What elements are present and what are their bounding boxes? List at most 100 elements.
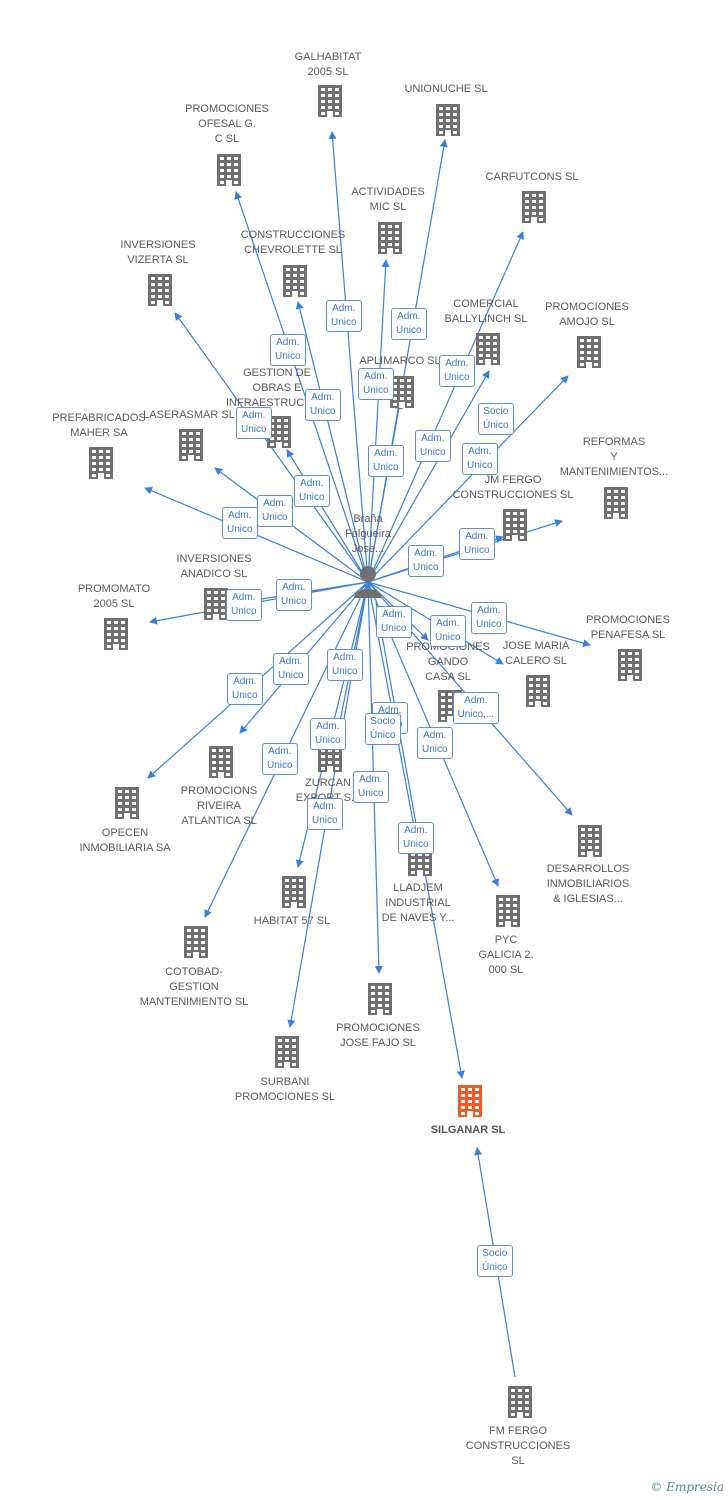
role-badge[interactable]: Adm.Unico <box>408 545 444 577</box>
building-icon <box>178 924 214 960</box>
role-badge[interactable]: Adm.Unico <box>430 615 466 647</box>
building-icon <box>109 785 145 821</box>
role-badge[interactable]: Adm.Unico <box>222 507 258 539</box>
edge-ofesal <box>234 191 369 583</box>
role-badge[interactable]: Adm.Unico <box>305 389 341 421</box>
role-badge[interactable]: Adm.Unico <box>358 368 394 400</box>
edge-galhabitat <box>328 131 369 583</box>
person-icon[interactable] <box>348 562 388 602</box>
role-badge[interactable]: Adm.Unico <box>307 798 343 830</box>
role-badge[interactable]: Adm.Unico <box>236 407 272 439</box>
role-badge[interactable]: Adm.Unico <box>276 579 312 611</box>
edge-ballylinch <box>367 370 490 583</box>
role-badge[interactable]: Adm.Unico <box>462 443 498 475</box>
role-badge[interactable]: Adm.Unico <box>459 528 495 560</box>
building-icon <box>497 507 533 543</box>
role-badge[interactable]: Adm.Unico,... <box>452 692 500 724</box>
company-label: APLIMARCO SL <box>359 355 441 367</box>
copyright-icon: © <box>650 1480 663 1494</box>
watermark-text: Empresia <box>666 1480 724 1494</box>
role-badge[interactable]: Adm.Unico <box>327 649 363 681</box>
building-icon <box>198 586 234 622</box>
company-label: UNIONUCHE SL <box>404 83 488 95</box>
company-node-habitat57[interactable]: HABITAT 57 SL <box>227 914 357 929</box>
role-badge[interactable]: Adm.Unico <box>417 727 453 759</box>
building-icon <box>598 485 634 521</box>
role-badge[interactable]: Adm.Unico <box>391 308 427 340</box>
role-badge[interactable]: Adm.Unico <box>226 589 262 621</box>
company-node-unionuche[interactable]: UNIONUCHE SL <box>381 82 511 97</box>
role-badge[interactable]: Adm.Unico <box>368 445 404 477</box>
edge-carfutcons <box>367 231 524 583</box>
role-badge[interactable]: Adm.Unico <box>326 300 362 332</box>
role-badge[interactable]: Adm.Unico <box>415 430 451 462</box>
role-badge[interactable]: Adm.Unico <box>270 334 306 366</box>
building-icon <box>277 263 313 299</box>
edge-gestion <box>286 449 369 583</box>
building-icon <box>362 981 398 1017</box>
role-badge[interactable]: Adm.Unico <box>262 743 298 775</box>
role-badge[interactable]: Adm.Unico <box>471 602 507 634</box>
building-icon <box>211 152 247 188</box>
company-node-silganar[interactable]: SILGANAR SL <box>403 1123 533 1138</box>
company-node-laserasmar[interactable]: LASERASMAR SL <box>124 408 254 423</box>
role-badge[interactable]: Adm.Unico <box>353 771 389 803</box>
role-badge[interactable]: Adm.Unico <box>439 355 475 387</box>
role-badge[interactable]: Adm.Unico <box>294 475 330 507</box>
role-badge[interactable]: Adm.Unico <box>398 822 434 854</box>
building-icon <box>312 83 348 119</box>
role-badge[interactable]: Adm.Unico <box>376 606 412 638</box>
role-badge[interactable]: Adm.Unico <box>227 673 263 705</box>
company-node-carfutcons[interactable]: CARFUTCONS SL <box>467 170 597 185</box>
role-badge[interactable]: Adm.Unico <box>273 653 309 685</box>
role-badge[interactable]: Adm.Unico <box>310 718 346 750</box>
building-icon-target <box>452 1083 488 1119</box>
building-icon <box>276 874 312 910</box>
company-node-aplimarco[interactable]: APLIMARCO SL <box>335 354 465 369</box>
role-badge[interactable]: Adm.Unico <box>257 495 293 527</box>
edge-aplimarco <box>367 401 403 583</box>
